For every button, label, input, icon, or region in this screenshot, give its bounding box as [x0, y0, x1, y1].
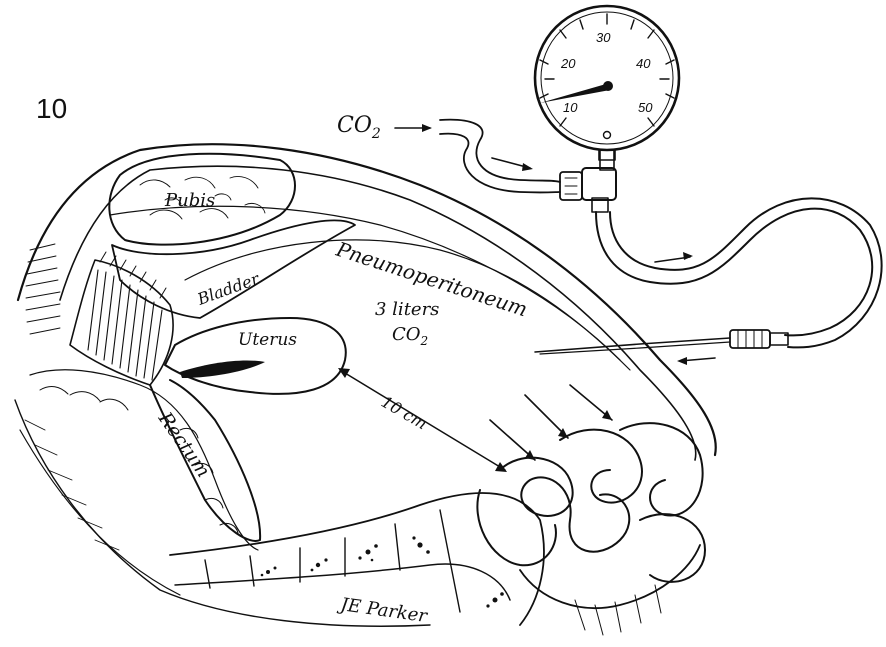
label-pubis: Pubis [164, 190, 215, 211]
label-distance: 10 cm [378, 392, 430, 433]
outlet-tube [596, 198, 882, 347]
label-uterus: Uterus [238, 330, 297, 350]
insufflation-needle [535, 330, 788, 365]
gauge-tick-40: 40 [636, 56, 651, 71]
label-volume-co2: CO2 [392, 324, 428, 348]
abdominal-wall [18, 144, 716, 460]
rectum [30, 370, 260, 550]
intestines [477, 423, 705, 635]
gauge-zero-mark [604, 132, 611, 139]
pelvic-muscle [70, 252, 173, 385]
label-bladder: Bladder [194, 269, 263, 310]
label-volume-liters: 3 liters [375, 299, 439, 320]
gauge-tick-30: 30 [596, 30, 611, 45]
inlet-tube [440, 120, 560, 193]
gauge-tick-10: 10 [563, 100, 578, 115]
gauge-tick-50: 50 [638, 100, 653, 115]
pressure-gauge: 10 20 30 40 50 [535, 6, 679, 160]
pressure-arrows [490, 385, 612, 460]
figure-number: 10 [36, 93, 67, 124]
label-co2-inlet: CO2 [337, 113, 381, 142]
gauge-tick-20: 20 [560, 56, 576, 71]
artist-signature: JE Parker [335, 594, 429, 628]
